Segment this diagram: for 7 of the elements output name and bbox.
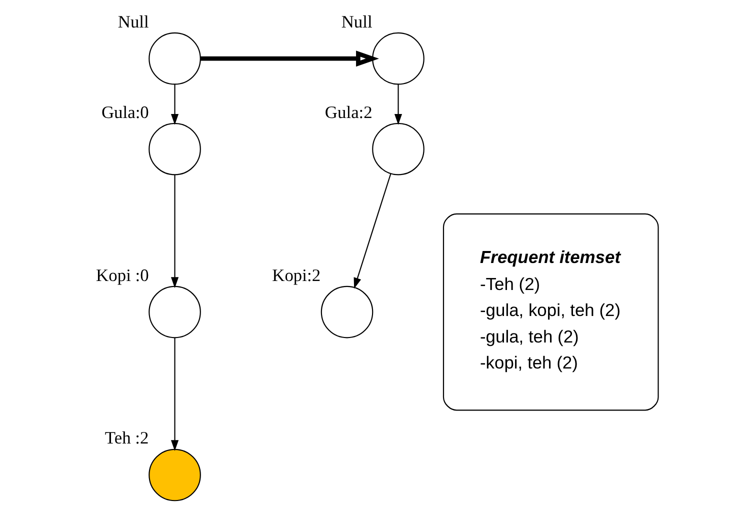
node-label: Teh :2 bbox=[104, 427, 148, 448]
node-label: Null bbox=[340, 10, 372, 31]
node-label: Gula:0 bbox=[100, 101, 148, 122]
node-label: Kopi:2 bbox=[272, 264, 320, 284]
node-label: Kopi :0 bbox=[96, 264, 148, 284]
node-label: Null bbox=[117, 10, 148, 31]
node-label: Gula:2 bbox=[324, 101, 372, 122]
